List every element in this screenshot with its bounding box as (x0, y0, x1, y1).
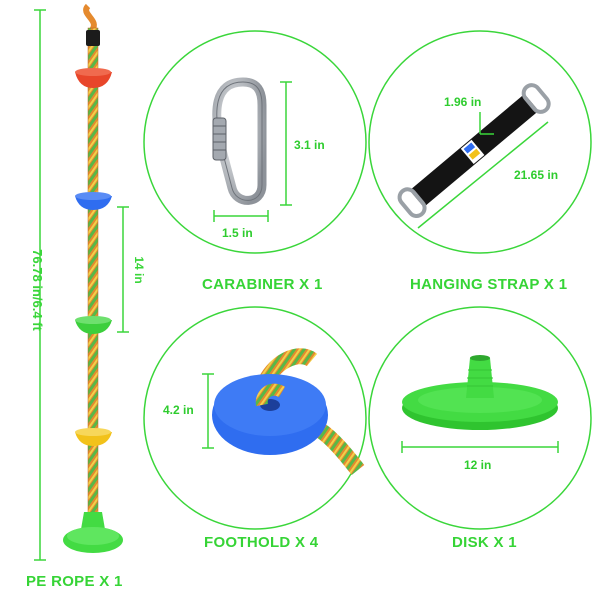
foothold-diameter-label: 4.2 in (163, 403, 194, 417)
rope-foothold-red (75, 68, 112, 88)
carabiner-height-label: 3.1 in (294, 138, 325, 152)
carabiner-width-line (213, 210, 269, 222)
foothold-circle (143, 306, 367, 530)
rope-foothold-green (75, 316, 112, 334)
rope-foothold-blue (75, 192, 112, 210)
foothold-caption: FOOTHOLD X 4 (204, 534, 319, 551)
disk-caption: DISK X 1 (452, 534, 517, 551)
strap-circle (368, 30, 592, 254)
strap-length-line (417, 121, 549, 229)
carabiner-height-line (280, 81, 292, 206)
rope-bottom-disk (63, 512, 123, 553)
strap-length-label: 21.65 in (514, 168, 559, 182)
rope-caption: PE ROPE X 1 (26, 573, 123, 590)
strap-width-line (479, 112, 494, 135)
rope-length-dimension-line (34, 9, 46, 561)
foothold-image (212, 348, 365, 475)
rope-foothold-yellow (75, 428, 112, 446)
rope-total-length-label: 76.78 in/6.4 ft (30, 249, 45, 331)
carabiner-width-label: 1.5 in (222, 226, 253, 240)
carabiner-image (212, 77, 267, 205)
disk-image (402, 355, 558, 430)
rope-spacing-label: 14 in (132, 256, 146, 284)
carabiner-caption: CARABINER X 1 (202, 276, 323, 293)
carabiner-circle (143, 30, 367, 254)
disk-circle (368, 306, 592, 530)
hanging-strap-image (397, 83, 551, 219)
disk-diameter-line (401, 441, 559, 453)
strap-width-label: 1.96 in (444, 95, 482, 109)
strap-caption: HANGING STRAP X 1 (410, 276, 568, 293)
disk-diameter-label: 12 in (464, 458, 492, 472)
foothold-diameter-line (202, 373, 214, 449)
rope-spacing-dimension-line (117, 206, 129, 333)
